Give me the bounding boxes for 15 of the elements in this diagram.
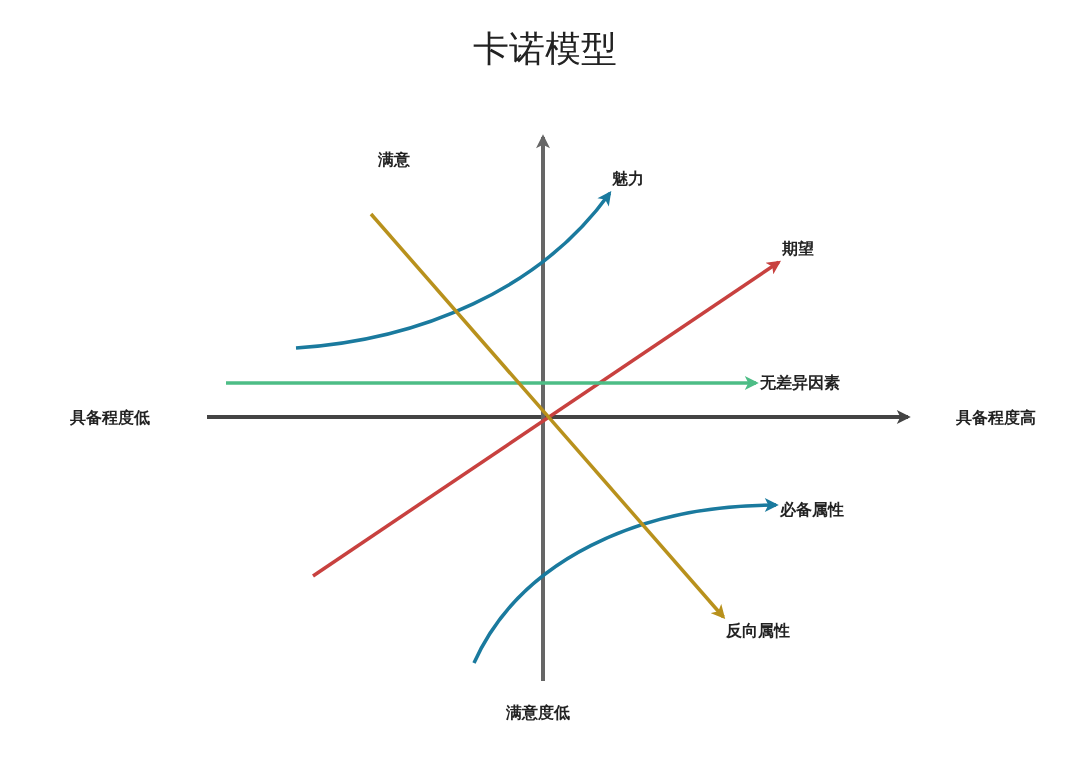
axis-label: 满意 bbox=[378, 149, 410, 171]
curved-arrow bbox=[472, 498, 779, 664]
curve-label: 无差异因素 bbox=[760, 372, 840, 394]
curve-label: 期望 bbox=[782, 238, 814, 260]
axis-label: 满意度低 bbox=[506, 702, 570, 724]
arrow bbox=[226, 376, 759, 390]
axis-label: 具备程度低 bbox=[70, 407, 150, 429]
arrow bbox=[312, 260, 781, 578]
title: 卡诺模型 bbox=[473, 27, 617, 71]
curve-label: 反向属性 bbox=[726, 620, 790, 642]
axis-label: 具备程度高 bbox=[956, 407, 1036, 429]
curved-arrow bbox=[295, 191, 612, 350]
arrow bbox=[369, 212, 726, 620]
curve-label: 魅力 bbox=[612, 168, 644, 190]
curve-label: 必备属性 bbox=[780, 499, 844, 521]
